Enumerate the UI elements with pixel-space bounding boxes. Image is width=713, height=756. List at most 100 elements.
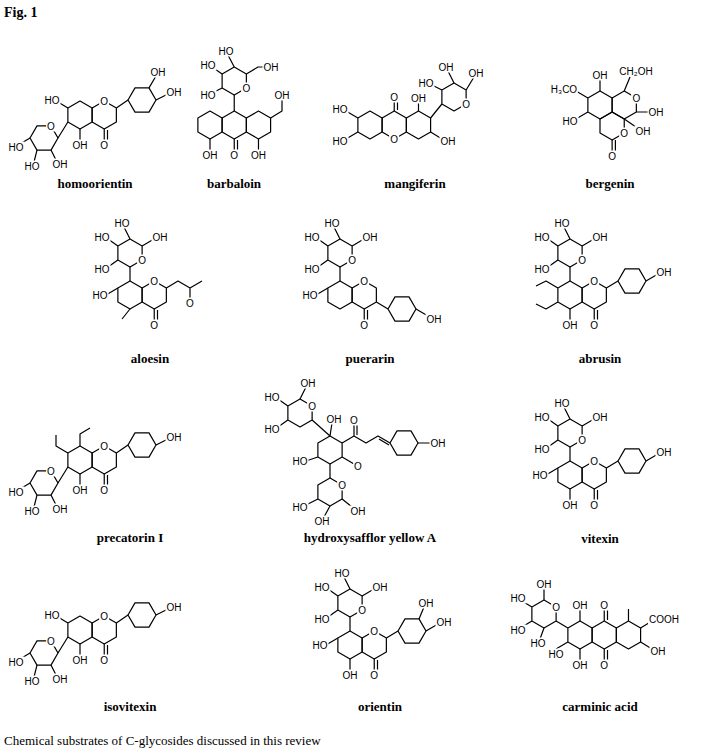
atom-label: O [46, 635, 56, 646]
atom-label: OH [438, 62, 455, 73]
atom-label: OH [536, 579, 553, 590]
atom-label: O [185, 298, 195, 309]
compound-name: orientin [358, 699, 402, 714]
carminic-acid-structure [522, 588, 652, 661]
atom-label: OH [342, 670, 359, 681]
atom-label: OH [202, 150, 219, 161]
atom-label: HO [324, 218, 341, 229]
atom-label: HO [332, 136, 349, 147]
atom-label: CH₂OH [618, 66, 653, 77]
atom-label: OH [592, 70, 609, 81]
atom-label: OH [440, 136, 457, 147]
atom-label: O [599, 600, 609, 611]
atom-label: HO [94, 264, 111, 275]
atom-label: HO [548, 649, 565, 660]
atom-label: OH [562, 320, 579, 331]
atom-label: HO [304, 264, 321, 275]
compound-name: bergenin [585, 176, 634, 191]
atom-label: HO [534, 412, 551, 423]
atom-label: OH [426, 314, 443, 325]
atom-label: O [359, 320, 369, 331]
atom-label: HO [534, 264, 551, 275]
atom-label: HO [334, 568, 351, 579]
atom-label: OH [72, 485, 89, 496]
atom-label: HO [510, 593, 527, 604]
homoorientin-structure [20, 76, 168, 162]
atom-label: OH [648, 107, 665, 118]
atom-label: O [46, 120, 56, 131]
atom-label: HO [418, 78, 435, 89]
atom-label: HO [24, 506, 41, 517]
atom-label: O [577, 435, 587, 446]
atom-label: O [137, 255, 147, 266]
atom-label: HO [510, 625, 527, 636]
atom-label: O [589, 276, 599, 287]
atom-label: OH [410, 93, 427, 104]
atom-label: HO [304, 232, 321, 243]
atom-label: OH [650, 646, 667, 657]
atom-label: O [389, 92, 399, 103]
atom-label: HO [114, 218, 131, 229]
atom-label: O [99, 96, 109, 107]
atom-label: HO [92, 290, 109, 301]
atom-label: O [599, 660, 609, 671]
abrusin-structure [536, 227, 658, 322]
atom-label: HO [264, 424, 281, 435]
atom-label: HO [562, 116, 579, 127]
atom-label: O [461, 99, 471, 110]
atom-label: HO [44, 95, 61, 106]
atom-label: HO [292, 456, 309, 467]
atom-label: O [149, 320, 159, 331]
atom-label: OH [300, 378, 317, 389]
atom-label: OH [362, 232, 379, 243]
atom-label: O [46, 465, 56, 476]
compound-name: precatorin I [97, 530, 164, 545]
atom-label: OH [572, 660, 589, 671]
atom-label: HO [24, 161, 41, 172]
orientin-structure [326, 577, 438, 672]
atom-label: HO [554, 218, 571, 229]
atom-label: O [99, 485, 109, 496]
atom-label: HO [302, 290, 319, 301]
atom-label: O [337, 480, 347, 491]
atom-label: O [589, 456, 599, 467]
atom-label: H₃CO [550, 84, 578, 95]
atom-label: O [347, 255, 357, 266]
bergenin-structure [576, 77, 648, 153]
atom-label: HO [8, 657, 25, 668]
atom-label: O [307, 401, 317, 412]
atom-label: O [631, 93, 641, 104]
atom-label: O [349, 415, 359, 426]
atom-label: OH [72, 655, 89, 666]
compound-name: carminic acid [562, 699, 637, 714]
atom-label: HO [314, 614, 331, 625]
puerarin-structure [316, 227, 428, 322]
atom-label: OH [274, 90, 291, 101]
atom-label: HO [200, 60, 217, 71]
isovitexin-structure [20, 603, 168, 677]
compound-name: abrusin [579, 351, 622, 366]
atom-label: O [229, 150, 239, 161]
atom-label: OH [166, 602, 183, 613]
hsya-structure [278, 387, 430, 517]
atom-label: O [359, 276, 369, 287]
atom-label: HO [94, 232, 111, 243]
atom-label: HO [532, 470, 549, 481]
atom-label: HO [264, 392, 281, 403]
atom-label: O [369, 626, 379, 637]
atom-label: OH [635, 126, 652, 137]
atom-label: O [99, 655, 109, 666]
atom-label: O [589, 320, 599, 331]
atom-label: O [389, 134, 399, 145]
barbaloin-structure [198, 55, 282, 152]
atom-label: OH [656, 267, 673, 278]
atom-label: OH [562, 500, 579, 511]
atom-label: OH [656, 447, 673, 458]
atom-label: O [99, 140, 109, 151]
figure-title: Fig. 1 [4, 5, 37, 21]
atom-label: HO [332, 104, 349, 115]
atom-label: O [607, 151, 617, 162]
atom-label: HO [292, 502, 309, 513]
